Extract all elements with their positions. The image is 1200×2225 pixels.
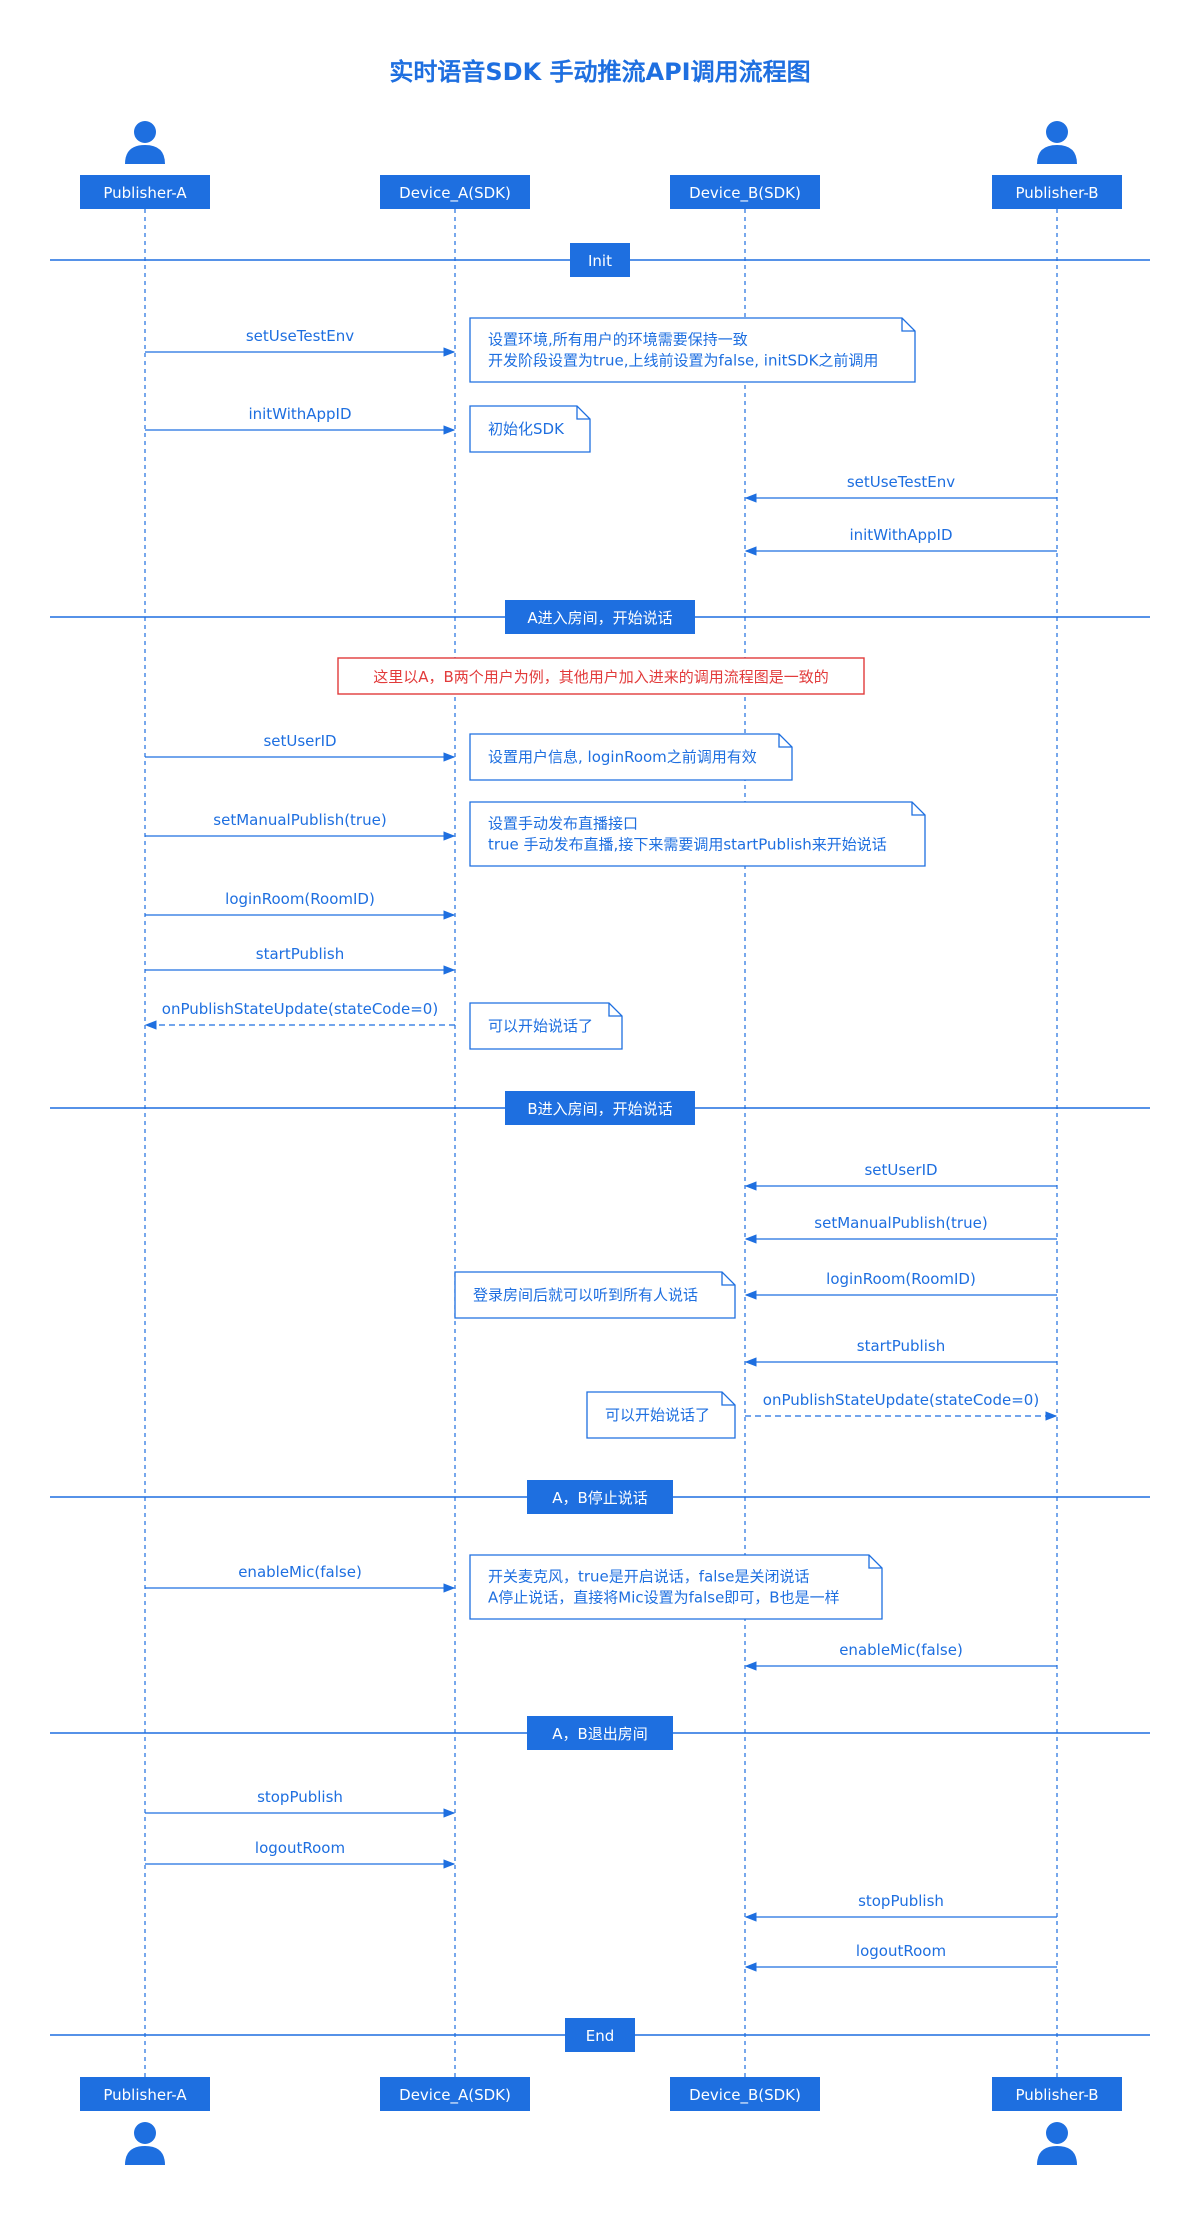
note-text: 可以开始说话了 bbox=[605, 1406, 710, 1424]
note-text: 初始化SDK bbox=[488, 420, 565, 438]
callout-box: 这里以A，B两个用户为例，其他用户加入进来的调用流程图是一致的 bbox=[337, 657, 865, 695]
participant-label: Device_A(SDK) bbox=[399, 2086, 511, 2105]
section-divider: Init bbox=[50, 243, 1150, 277]
note-text: 设置手动发布直播接口 bbox=[488, 815, 638, 833]
note: 可以开始说话了 bbox=[586, 1391, 736, 1439]
message-arrow: setUseTestEnv bbox=[744, 473, 1057, 503]
section-label: A进入房间，开始说话 bbox=[527, 609, 672, 627]
message-label: loginRoom(RoomID) bbox=[826, 1270, 976, 1288]
section-divider: B进入房间，开始说话 bbox=[50, 1091, 1150, 1125]
note-text: 设置用户信息, loginRoom之前调用有效 bbox=[488, 748, 757, 766]
note-text: 登录房间后就可以听到所有人说话 bbox=[473, 1286, 698, 1304]
participant-label: Publisher-B bbox=[1015, 2086, 1098, 2104]
section-label: A，B退出房间 bbox=[552, 1725, 648, 1743]
message-label: stopPublish bbox=[858, 1892, 944, 1910]
message-label: startPublish bbox=[857, 1337, 945, 1355]
person-icon bbox=[125, 2122, 165, 2165]
message-label: onPublishStateUpdate(stateCode=0) bbox=[162, 1000, 438, 1018]
participant-label: Publisher-B bbox=[1015, 184, 1098, 202]
participant-pa-top: Publisher-A bbox=[80, 175, 210, 209]
note: 开关麦克风，true是开启说话，false是关闭说话 A停止说话，直接将Mic设置… bbox=[469, 1554, 883, 1620]
note-text: A停止说话，直接将Mic设置为false即可，B也是一样 bbox=[488, 1589, 840, 1607]
message-label: logoutRoom bbox=[255, 1839, 345, 1857]
message-label: setUserID bbox=[263, 732, 336, 750]
message-arrow: setManualPublish(true) bbox=[145, 811, 456, 841]
message-label: setUserID bbox=[864, 1161, 937, 1179]
message-arrow: startPublish bbox=[744, 1337, 1057, 1367]
participant-label: Device_A(SDK) bbox=[399, 184, 511, 203]
participant-da-top: Device_A(SDK) bbox=[380, 175, 530, 209]
person-icon bbox=[1037, 121, 1077, 164]
participant-db-top: Device_B(SDK) bbox=[670, 175, 820, 209]
section-label: Init bbox=[588, 252, 612, 270]
message-arrow: onPublishStateUpdate(stateCode=0) bbox=[745, 1391, 1058, 1421]
section-label: B进入房间，开始说话 bbox=[527, 1100, 672, 1118]
message-arrow: loginRoom(RoomID) bbox=[744, 1270, 1057, 1300]
note: 设置手动发布直播接口 true 手动发布直播,接下来需要调用startPublis… bbox=[469, 801, 926, 867]
page-title: 实时语音SDK 手动推流API调用流程图 bbox=[389, 58, 810, 86]
participant-da-bottom: Device_A(SDK) bbox=[380, 2077, 530, 2111]
message-arrow: stopPublish bbox=[744, 1892, 1057, 1922]
message-label: startPublish bbox=[256, 945, 344, 963]
participant-label: Device_B(SDK) bbox=[689, 184, 801, 203]
section-divider: End bbox=[50, 2018, 1150, 2052]
participant-db-bottom: Device_B(SDK) bbox=[670, 2077, 820, 2111]
participant-label: Publisher-A bbox=[103, 184, 187, 202]
note: 设置用户信息, loginRoom之前调用有效 bbox=[469, 733, 793, 781]
message-arrow: loginRoom(RoomID) bbox=[145, 890, 456, 920]
person-icon bbox=[1037, 2122, 1077, 2165]
message-arrow: setUseTestEnv bbox=[145, 327, 456, 357]
message-label: onPublishStateUpdate(stateCode=0) bbox=[763, 1391, 1039, 1409]
participant-pa-bottom: Publisher-A bbox=[80, 2077, 210, 2111]
note-text: true 手动发布直播,接下来需要调用startPublish来开始说话 bbox=[488, 836, 887, 854]
message-label: logoutRoom bbox=[856, 1942, 946, 1960]
message-arrow: startPublish bbox=[145, 945, 456, 975]
person-icon bbox=[125, 121, 165, 164]
message-label: enableMic(false) bbox=[238, 1563, 362, 1581]
section-label: A，B停止说话 bbox=[552, 1489, 648, 1507]
message-arrow: enableMic(false) bbox=[145, 1563, 456, 1593]
participant-pb-top: Publisher-B bbox=[992, 175, 1122, 209]
note-text: 可以开始说话了 bbox=[488, 1017, 593, 1035]
section-label: End bbox=[586, 2027, 615, 2045]
section-divider: A，B停止说话 bbox=[50, 1480, 1150, 1514]
message-arrow: logoutRoom bbox=[744, 1942, 1057, 1972]
message-label: initWithAppID bbox=[248, 405, 351, 423]
participant-label: Publisher-A bbox=[103, 2086, 187, 2104]
message-arrow: setUserID bbox=[145, 732, 456, 762]
note: 登录房间后就可以听到所有人说话 bbox=[454, 1271, 736, 1319]
note: 初始化SDK bbox=[469, 405, 591, 453]
message-label: setManualPublish(true) bbox=[213, 811, 386, 829]
message-label: setManualPublish(true) bbox=[814, 1214, 987, 1232]
message-arrow: initWithAppID bbox=[145, 405, 456, 435]
message-label: enableMic(false) bbox=[839, 1641, 963, 1659]
note: 可以开始说话了 bbox=[469, 1002, 623, 1050]
note-text: 开关麦克风，true是开启说话，false是关闭说话 bbox=[488, 1568, 809, 1586]
message-arrow: initWithAppID bbox=[744, 526, 1057, 556]
message-arrow: stopPublish bbox=[145, 1788, 456, 1818]
section-divider: A进入房间，开始说话 bbox=[50, 600, 1150, 634]
message-arrow: onPublishStateUpdate(stateCode=0) bbox=[144, 1000, 455, 1030]
callout-text: 这里以A，B两个用户为例，其他用户加入进来的调用流程图是一致的 bbox=[373, 668, 829, 686]
message-arrow: setUserID bbox=[744, 1161, 1057, 1191]
message-label: setUseTestEnv bbox=[246, 327, 354, 345]
message-label: setUseTestEnv bbox=[847, 473, 955, 491]
participant-label: Device_B(SDK) bbox=[689, 2086, 801, 2105]
message-arrow: logoutRoom bbox=[145, 1839, 456, 1869]
message-arrow: enableMic(false) bbox=[744, 1641, 1057, 1671]
note-text: 开发阶段设置为true,上线前设置为false, initSDK之前调用 bbox=[488, 352, 878, 370]
participant-pb-bottom: Publisher-B bbox=[992, 2077, 1122, 2111]
section-divider: A，B退出房间 bbox=[50, 1716, 1150, 1750]
message-label: initWithAppID bbox=[849, 526, 952, 544]
note: 设置环境,所有用户的环境需要保持一致开发阶段设置为true,上线前设置为fals… bbox=[469, 317, 916, 383]
message-arrow: setManualPublish(true) bbox=[744, 1214, 1057, 1244]
note-text: 设置环境,所有用户的环境需要保持一致 bbox=[488, 331, 748, 349]
message-label: loginRoom(RoomID) bbox=[225, 890, 375, 908]
message-label: stopPublish bbox=[257, 1788, 343, 1806]
